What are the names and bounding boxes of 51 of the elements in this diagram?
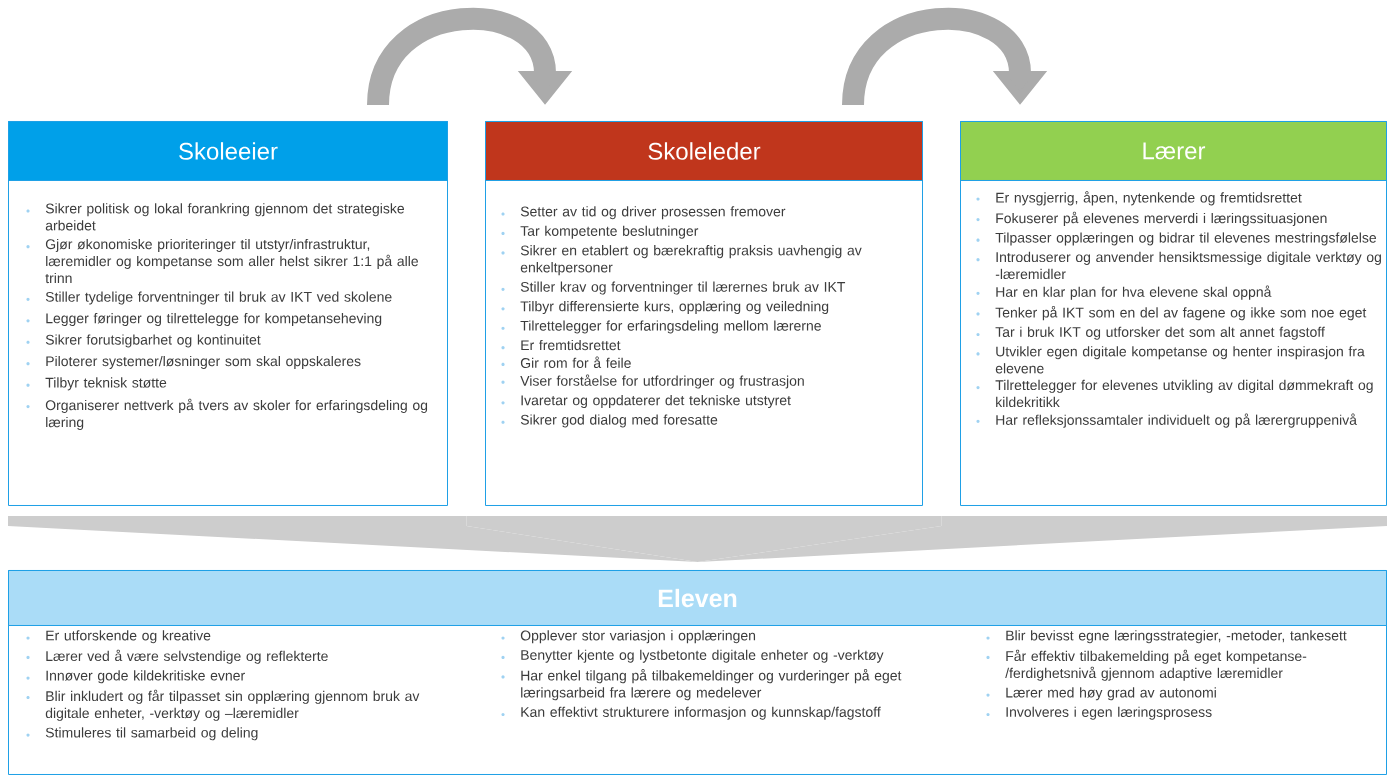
role-card: [960, 121, 1387, 506]
list-item: Lærer ved å være selvstendige og reflekterte: [26, 649, 328, 664]
list-item: Tilpasser opplæringen og bidrar til elevenes mestringsfølelse: [976, 232, 1377, 246]
list-item: Ivaretar og oppdaterer det tekniske utstyret: [501, 395, 791, 409]
list-item: Blir bevisst egne læringsstrategier, -metoder, tankesett: [986, 630, 1347, 644]
list-item: Stiller krav og forventninger til lærernes bruk av IKT: [501, 281, 846, 295]
list-item: Kan effektivt strukturere informasjon og kunnskap/fagstoff: [501, 706, 881, 720]
header-band: Eleven: [8, 570, 1387, 626]
header-band: Lærer: [960, 121, 1387, 181]
list-item: Tilbyr differensierte kurs, opplæring og veiledning: [501, 301, 829, 315]
list-item: Er nysgjerrig, åpen, nytenkende og fremtidsrettet: [976, 191, 1302, 206]
role-card: [485, 121, 923, 506]
list-item: Sikrer en etablert og bærekraftig praksis uavhengig av enkeltpersoner: [501, 245, 862, 276]
list-item: Viser forståelse for utfordringer og frustrasjon: [501, 374, 804, 389]
list-item: Tilbyr teknisk støtte: [26, 377, 167, 391]
list-item: Sikrer politisk og lokal forankring gjennom det strategiske arbeidet: [26, 203, 405, 231]
list-item: Stiller tydelige forventninger til bruk av IKT ved skolene: [26, 291, 392, 305]
list-item: Tilrettelegger for elevenes utvikling av digital dømmekraft og kildekritikk: [976, 379, 1373, 408]
list-item: Har en klar plan for hva elevene skal oppnå: [976, 285, 1272, 300]
list-item: Introduserer og anvender hensiktsmessige digitale verktøy og -læremidler: [976, 251, 1381, 280]
list-item: Piloterer systemer/løsninger som skal oppskaleres: [26, 355, 361, 369]
list-item: Benytter kjente og lystbetonte digitale enheter og -verktøy: [501, 649, 884, 663]
list-item: Har refleksjonssamtaler individuelt og på lærergruppenivå: [976, 413, 1357, 428]
list-item: Utvikler egen digitale kompetanse og henter inspirasjon fra elevene: [976, 346, 1365, 374]
list-item: Lærer med høy grad av autonomi: [986, 687, 1216, 701]
list-item: Setter av tid og driver prosessen fremover: [501, 206, 786, 220]
funnel-arrow: [466, 516, 942, 562]
list-item: Sikrer god dialog med foresatte: [501, 414, 718, 428]
list-item: Gir rom for å feile: [501, 356, 631, 368]
list-item: Legger føringer og tilrettelegge for kompetanseheving: [26, 313, 382, 327]
list-item: Stimuleres til samarbeid og deling: [26, 727, 258, 741]
list-item: Organiserer nettverk på tvers av skoler for erfaringsdeling og læring: [26, 398, 428, 430]
list-item: Er utforskende og kreative: [26, 630, 211, 644]
role-card: [8, 121, 448, 506]
role-card: [8, 570, 1387, 775]
list-item: Tar i bruk IKT og utforsker det som alt annet fagstoff: [976, 326, 1325, 340]
list-item: Har enkel tilgang på tilbakemeldinger og vurderinger på eget læringsarbeid fra lærere og medelever: [501, 669, 902, 701]
list-item: Involveres i egen læringsprosess: [986, 706, 1212, 720]
list-item: Tar kompetente beslutninger: [501, 225, 699, 239]
list-item: Tenker på IKT som en del av fagene og ikke som noe eget: [976, 306, 1367, 321]
list-item: Sikrer forutsigbarhet og kontinuitet: [26, 334, 261, 348]
list-item: Får effektiv tilbakemelding på eget kompetanse-/ferdighetsnivå gjennom adaptive læremidler: [986, 649, 1307, 681]
header-band: Skoleleder: [485, 121, 923, 181]
list-item: Tilrettelegger for erfaringsdeling mellom lærerne: [501, 320, 821, 334]
list-item: Opplever stor variasjon i opplæringen: [501, 630, 756, 644]
list-item: Gjør økonomiske prioriteringer til utstyr/infrastruktur, læremidler og kompetanse som aller helst sikrer 1:1 på alle trinn: [26, 238, 418, 284]
list-item: Fokuserer på elevenes merverdi i læringssituasjonen: [976, 211, 1327, 226]
list-item: Er fremtidsrettet: [501, 339, 621, 351]
list-item: Blir inkludert og får tilpasset sin opplæring gjennom bruk av digitale enheter, -verktøy og –læremidler: [26, 689, 420, 721]
header-band: Skoleeier: [8, 121, 448, 181]
list-item: Innøver gode kildekritiske evner: [26, 670, 245, 684]
